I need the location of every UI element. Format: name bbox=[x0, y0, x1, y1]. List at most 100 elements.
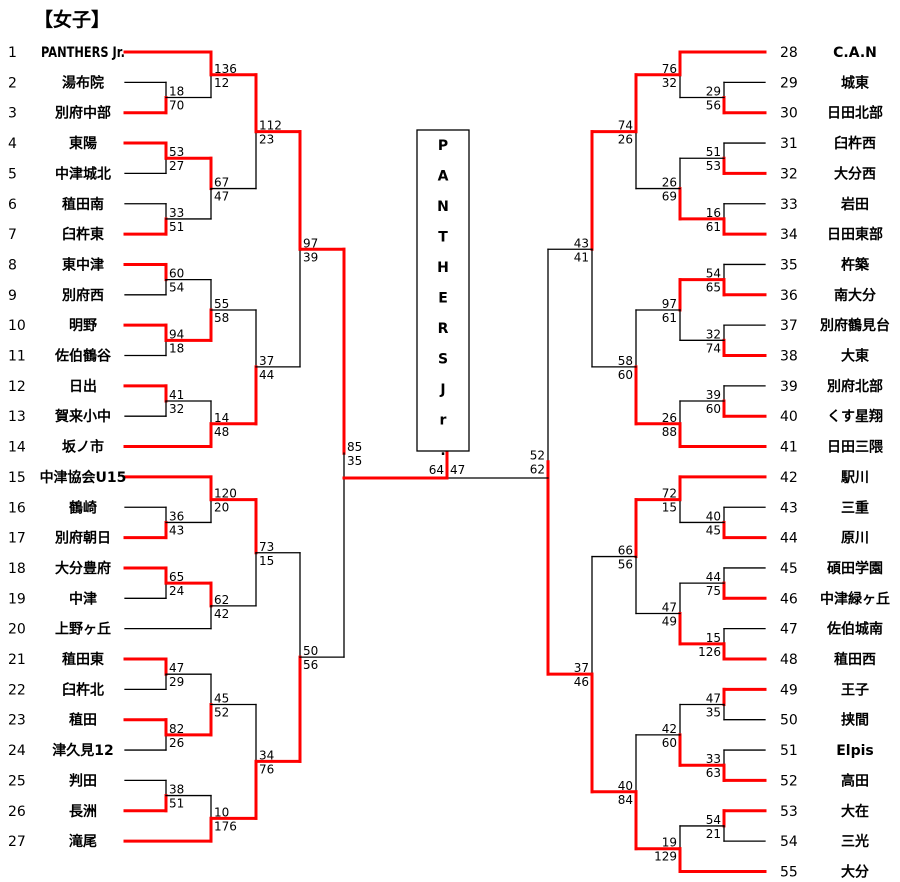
match-score-bottom: 45 bbox=[706, 523, 721, 537]
team-number: 12 bbox=[8, 379, 26, 395]
match-score-bottom: 20 bbox=[214, 501, 229, 515]
team-name: 中津緑ヶ丘 bbox=[820, 590, 890, 607]
team-name: 別府中部 bbox=[54, 105, 111, 122]
team-number: 8 bbox=[8, 257, 17, 273]
team-name: 判田 bbox=[69, 772, 97, 789]
team-name: 中津協会U15 bbox=[40, 469, 127, 486]
match-score-bottom: 23 bbox=[259, 133, 274, 147]
team-number: 40 bbox=[780, 409, 798, 425]
team-name: 滝尾 bbox=[69, 833, 97, 850]
team-number: 49 bbox=[780, 682, 798, 698]
match-score-bottom: 74 bbox=[706, 341, 721, 355]
match-score-top: 29 bbox=[706, 85, 721, 99]
match-score-top: 37 bbox=[574, 661, 589, 675]
match-score-top: 52 bbox=[530, 449, 545, 463]
match-score-bottom: 39 bbox=[303, 250, 318, 264]
team-name: 東中津 bbox=[62, 256, 104, 273]
team-name: 湯布院 bbox=[62, 74, 104, 91]
team-number: 22 bbox=[8, 682, 26, 698]
team-name: 中津 bbox=[69, 590, 97, 607]
match-score-bottom: 15 bbox=[259, 554, 274, 568]
match-score-top: 47 bbox=[662, 600, 677, 614]
team-number: 15 bbox=[8, 470, 26, 486]
match-score-top: 15 bbox=[706, 631, 721, 645]
team-name: C.A.N bbox=[833, 45, 877, 61]
team-name: 長洲 bbox=[69, 804, 97, 820]
team-number: 36 bbox=[780, 288, 798, 304]
team-number: 37 bbox=[780, 318, 798, 334]
match-score-bottom: 65 bbox=[706, 281, 721, 295]
champion-box-frame bbox=[416, 129, 470, 452]
team-name: 大東 bbox=[841, 348, 869, 365]
team-number: 29 bbox=[780, 75, 798, 91]
team-name: 明野 bbox=[69, 318, 97, 334]
team-name: 高田 bbox=[841, 772, 869, 789]
match-score-bottom: 24 bbox=[169, 584, 184, 598]
team-name: Elpis bbox=[836, 743, 874, 759]
match-score-top: 72 bbox=[662, 487, 677, 501]
team-number: 33 bbox=[780, 197, 798, 213]
team-number: 42 bbox=[780, 470, 798, 486]
team-number: 44 bbox=[780, 531, 798, 547]
match-score-bottom: 129 bbox=[654, 850, 677, 864]
match-score-bottom: 12 bbox=[214, 76, 229, 90]
match-score-bottom: 76 bbox=[259, 762, 274, 776]
match-score-bottom: 51 bbox=[169, 220, 184, 234]
team-number: 48 bbox=[780, 652, 798, 668]
team-number: 34 bbox=[780, 227, 798, 243]
match-score-bottom: 46 bbox=[574, 675, 589, 689]
team-name: 別府朝日 bbox=[54, 530, 111, 547]
match-score-top: 19 bbox=[662, 836, 677, 850]
match-score-top: 73 bbox=[259, 540, 274, 554]
team-number: 16 bbox=[8, 500, 26, 516]
team-number: 7 bbox=[8, 227, 17, 243]
team-number: 28 bbox=[780, 45, 798, 61]
match-score-top: 45 bbox=[214, 692, 229, 706]
match-score-top: 112 bbox=[259, 119, 282, 133]
team-number: 19 bbox=[8, 591, 26, 607]
match-score-bottom: 75 bbox=[706, 584, 721, 598]
match-score-bottom: 49 bbox=[662, 614, 677, 628]
match-score-bottom: 15 bbox=[662, 501, 677, 515]
team-number: 13 bbox=[8, 409, 26, 425]
final-score-right: 47 bbox=[450, 463, 465, 477]
match-score-bottom: 35 bbox=[706, 706, 721, 720]
match-score-top: 54 bbox=[706, 813, 721, 827]
match-score-top: 74 bbox=[618, 119, 633, 133]
match-score-top: 58 bbox=[618, 354, 633, 368]
match-score-bottom: 53 bbox=[706, 159, 721, 173]
match-score-top: 97 bbox=[303, 236, 318, 250]
match-score-top: 43 bbox=[574, 236, 589, 250]
match-score-top: 97 bbox=[662, 297, 677, 311]
match-score-top: 26 bbox=[662, 176, 677, 190]
team-name: 賀来小中 bbox=[54, 408, 111, 425]
match-score-top: 33 bbox=[706, 752, 721, 766]
bracket-title: 【女子】 bbox=[34, 8, 110, 31]
match-score-top: 50 bbox=[303, 644, 318, 658]
match-score-bottom: 32 bbox=[169, 402, 184, 416]
match-score-top: 53 bbox=[169, 145, 184, 159]
match-score-bottom: 56 bbox=[706, 99, 721, 113]
match-score-top: 34 bbox=[259, 748, 274, 762]
team-number: 26 bbox=[8, 804, 26, 820]
team-number: 14 bbox=[8, 440, 26, 456]
team-number: 38 bbox=[780, 349, 798, 365]
team-name: 臼杵西 bbox=[834, 135, 876, 152]
match-score-top: 40 bbox=[618, 779, 633, 793]
team-number: 39 bbox=[780, 379, 798, 395]
team-number: 52 bbox=[780, 773, 798, 789]
match-score-top: 42 bbox=[662, 722, 677, 736]
match-score-top: 26 bbox=[662, 411, 677, 425]
team-number: 23 bbox=[8, 713, 26, 729]
team-number: 50 bbox=[780, 713, 798, 729]
match-score-bottom: 35 bbox=[347, 454, 362, 468]
match-score-top: 55 bbox=[214, 297, 229, 311]
team-number: 47 bbox=[780, 622, 798, 638]
team-name: 中津城北 bbox=[55, 165, 111, 182]
match-score-bottom: 21 bbox=[706, 827, 721, 841]
match-score-bottom: 58 bbox=[214, 311, 229, 325]
match-score-bottom: 29 bbox=[169, 675, 184, 689]
team-number: 54 bbox=[780, 834, 798, 850]
